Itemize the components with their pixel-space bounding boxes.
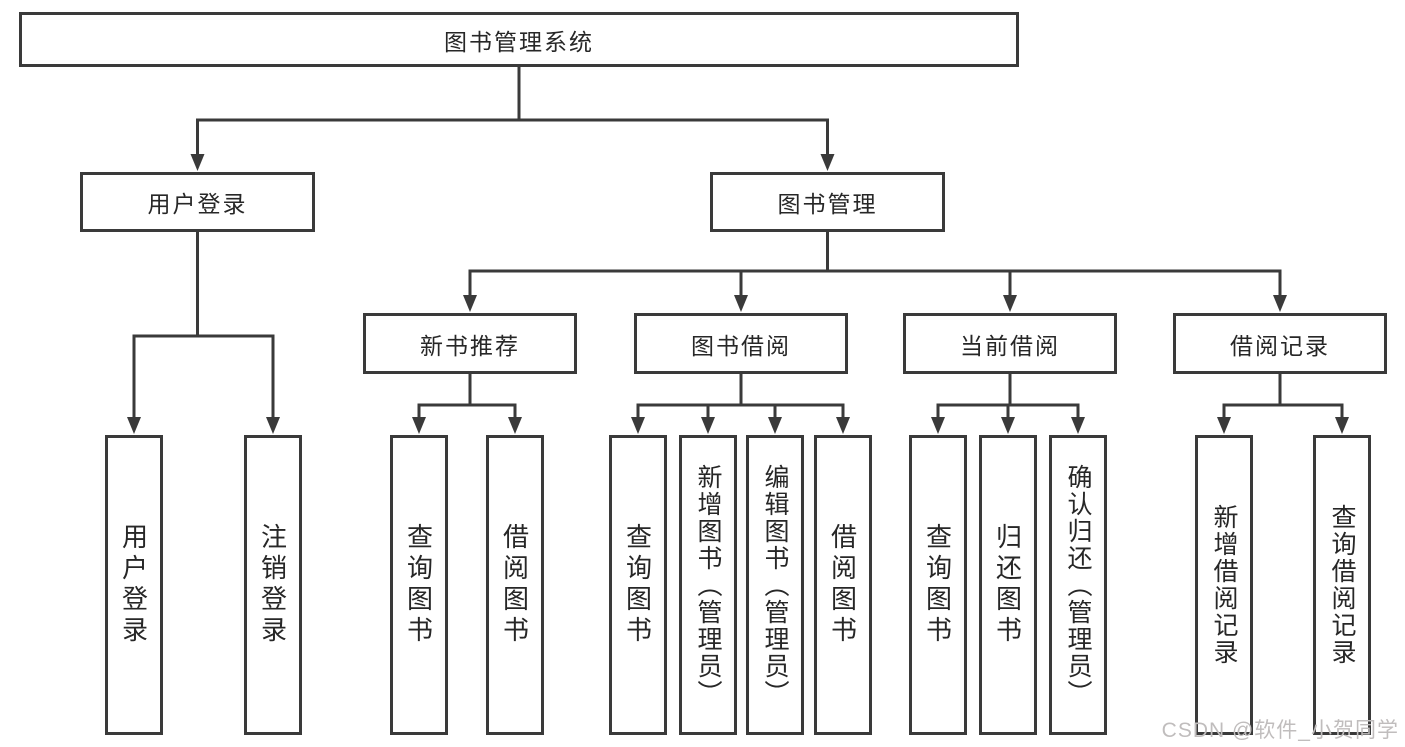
node-book-management: 图书管理 [710,172,945,232]
csdn-watermark: CSDN @软件_小贺同学 [1161,719,1399,742]
node-leaf-add-borrow-record: 新增借阅记录 [1195,435,1253,735]
arrow-head [836,417,850,434]
node-leaf-query-books: 查询图书 [909,435,967,735]
arrow-head [820,154,835,171]
node-current-borrowing: 当前借阅 [903,313,1117,374]
connector-path [636,374,845,427]
node-book-borrowing: 图书借阅 [634,313,848,374]
connector-path [1222,374,1344,427]
arrow-head [1335,417,1349,434]
node-user-login: 用户登录 [80,172,315,232]
node-new-book-recommendation: 新书推荐 [363,313,577,374]
arrow-head [266,417,280,434]
node-leaf-borrow-books: 借阅图书 [486,435,544,735]
connector-path [936,374,1080,427]
arrow-head [1001,417,1015,434]
arrow-head [931,417,945,434]
node-leaf-query-books: 查询图书 [609,435,667,735]
node-leaf-confirm-return-admin: 确认归还（管理员） [1049,435,1107,735]
connector-path [417,374,517,427]
node-leaf-logout-login: 注销登录 [244,435,302,735]
arrow-head [508,417,522,434]
connector-path [196,67,829,164]
node-leaf-user-login: 用户登录 [105,435,163,735]
node-library-management-system: 图书管理系统 [19,12,1019,67]
arrow-head [127,417,141,434]
node-leaf-edit-books-admin: 编辑图书（管理员） [746,435,804,735]
arrow-head [768,417,782,434]
node-leaf-borrow-books: 借阅图书 [814,435,872,735]
arrow-head [463,295,477,312]
node-leaf-add-books-admin: 新增图书（管理员） [679,435,737,735]
arrow-head [701,417,715,434]
connector-path [468,232,1282,305]
connector-path [132,232,275,427]
arrow-head [1273,295,1287,312]
node-leaf-return-books: 归还图书 [979,435,1037,735]
arrow-head [631,417,645,434]
arrow-head [412,417,426,434]
arrow-head [190,154,205,171]
node-leaf-query-books: 查询图书 [390,435,448,735]
arrow-head [1217,417,1231,434]
arrow-head [1071,417,1085,434]
arrow-head [734,295,748,312]
node-borrowing-records: 借阅记录 [1173,313,1387,374]
node-leaf-query-borrow-record: 查询借阅记录 [1313,435,1371,735]
arrow-head [1003,295,1017,312]
